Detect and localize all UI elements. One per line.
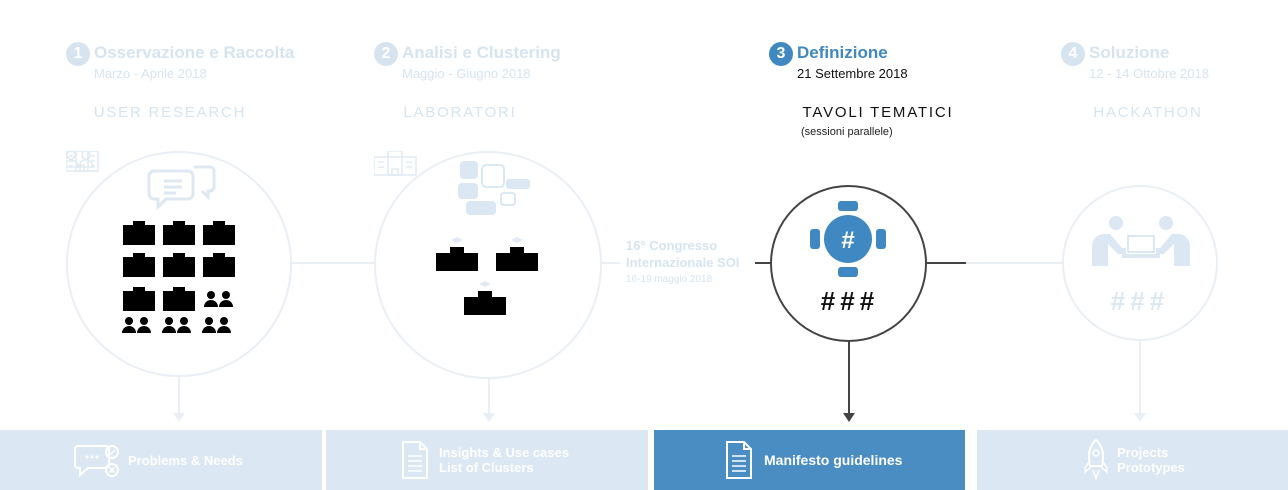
phase-2-label: LABORATORI xyxy=(403,104,517,121)
connector-2-congress xyxy=(600,262,620,264)
arrow-2-head xyxy=(483,413,495,422)
phase-3-number: 3 xyxy=(769,42,793,66)
arrow-1-stem xyxy=(178,374,180,416)
congress-line-2: Internazionale SOI xyxy=(626,255,740,270)
hackathon-people-icon xyxy=(1092,216,1190,266)
rocket-icon xyxy=(1084,438,1108,481)
phase-3-hashes: ### xyxy=(820,286,880,316)
document-icon xyxy=(402,441,428,479)
connector-congress-3 xyxy=(755,262,775,264)
phase-2-number: 2 xyxy=(374,42,398,66)
phase-1-date: Marzo - Aprile 2018 xyxy=(94,66,207,81)
phase-4-title: Soluzione xyxy=(1089,43,1170,62)
congress-line-1: 16° Congresso xyxy=(626,238,718,253)
phase-3-date: 21 Settembre 2018 xyxy=(797,66,908,81)
phase-2-circle xyxy=(374,151,602,379)
phase-3-title: Definizione xyxy=(797,43,888,62)
phase-4-date: 12 - 14 Ottobre 2018 xyxy=(1089,66,1209,81)
phase-3-circle xyxy=(770,185,927,342)
arrow-2-stem xyxy=(488,374,490,416)
laboratori-illustration xyxy=(374,151,539,316)
phase-4-label: HACKATHON xyxy=(1093,104,1203,121)
connector-3-4-dark xyxy=(924,262,966,264)
output-1-line-1: Problems & Needs xyxy=(128,452,243,468)
user-research-illustration xyxy=(66,151,236,334)
phase-4-number: 4 xyxy=(1061,42,1085,66)
phase-2-title: Analisi e Clustering xyxy=(402,43,561,62)
output-box-4: Projects Prototypes xyxy=(977,430,1288,490)
output-box-3: Manifesto guidelines xyxy=(654,430,965,490)
phase-4-circle xyxy=(1062,185,1218,341)
output-3-line-1: Manifesto guidelines xyxy=(764,452,903,468)
round-table-icon: # xyxy=(810,201,886,277)
chat-bubble-check-icon xyxy=(74,445,119,478)
arrow-4-head xyxy=(1134,413,1146,422)
output-box-2: Insights & Use cases List of Clusters xyxy=(326,430,648,490)
connector-3-4-faded xyxy=(966,262,1064,264)
output-4-line-2: Prototypes xyxy=(1117,460,1185,475)
arrow-3-head xyxy=(843,413,855,422)
output-box-1: Problems & Needs xyxy=(0,430,322,490)
svg-text:#: # xyxy=(841,227,854,254)
phase-4-hashes: ### xyxy=(1110,286,1170,316)
phase-2-date: Maggio - Giugno 2018 xyxy=(402,66,531,81)
output-4-line-1: Projects xyxy=(1117,445,1169,460)
congress-date: 16-19 maggio 2018 xyxy=(626,274,713,285)
arrow-1-head xyxy=(173,413,185,422)
congress-title: 16° Congresso Internazionale SOI xyxy=(626,237,739,271)
connector-1-2 xyxy=(290,262,380,264)
output-2-line-2: List of Clusters xyxy=(439,460,534,475)
phase-1-number: 1 xyxy=(66,42,90,66)
phase-3-label: TAVOLI TEMATICI xyxy=(802,104,954,121)
arrow-4-stem xyxy=(1139,340,1141,416)
phase-1-label: USER RESEARCH xyxy=(93,104,247,121)
document-icon xyxy=(726,441,752,479)
phase-3-sublabel: (sessioni parallele) xyxy=(801,126,893,138)
arrow-3-stem xyxy=(848,338,850,416)
output-2-line-1: Insights & Use cases xyxy=(439,445,570,460)
phase-1-title: Osservazione e Raccolta xyxy=(94,43,295,62)
